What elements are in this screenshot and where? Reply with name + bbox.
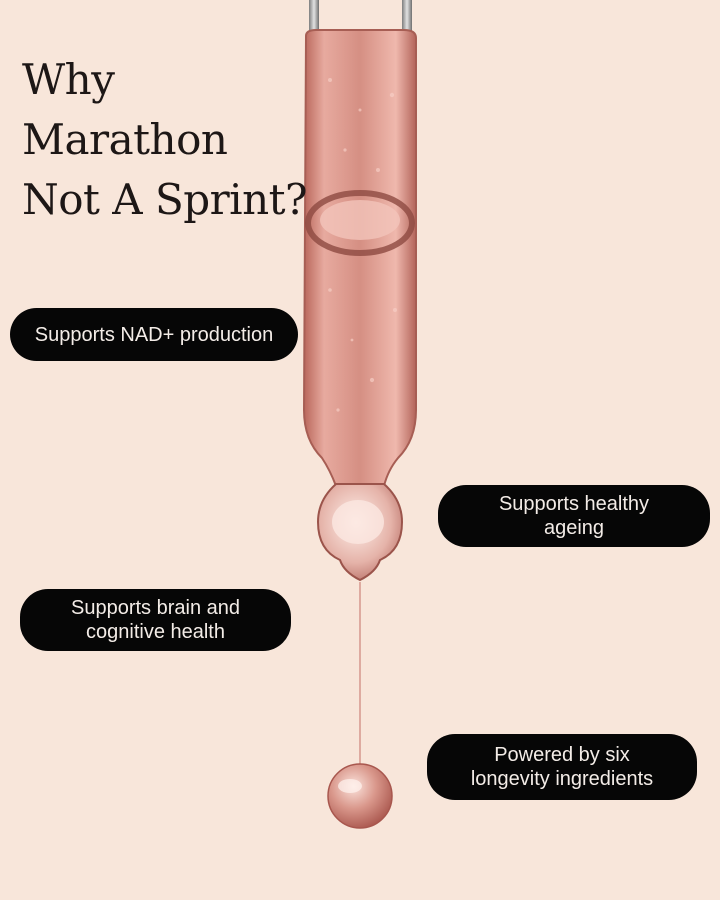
dropper-top-rod-right [402,0,412,32]
serum-drop [327,763,393,829]
headline: Why Marathon Not A Sprint? [22,50,308,230]
benefit-pill-nad: Supports NAD+ production [10,308,298,361]
benefit-label: Supports healthy ageing [498,493,650,539]
benefit-label: Supports NAD+ production [34,323,274,346]
dropper-ring [305,190,415,256]
benefit-pill-brain: Supports brain and cognitive health [20,589,291,651]
dropper-top-rod-left [309,0,319,32]
benefit-label: Supports brain and cognitive health [70,597,240,643]
serum-bubbles [328,78,397,412]
headline-line-1: Why [22,55,115,104]
headline-line-3: Not A Sprint? [22,175,308,224]
headline-line-2: Marathon [22,115,228,164]
dropper-tube [302,29,417,487]
benefit-pill-ageing: Supports healthy ageing [438,485,710,547]
benefit-label: Powered by six longevity ingredients [470,744,654,790]
benefit-pill-ingredients: Powered by six longevity ingredients [427,734,697,800]
